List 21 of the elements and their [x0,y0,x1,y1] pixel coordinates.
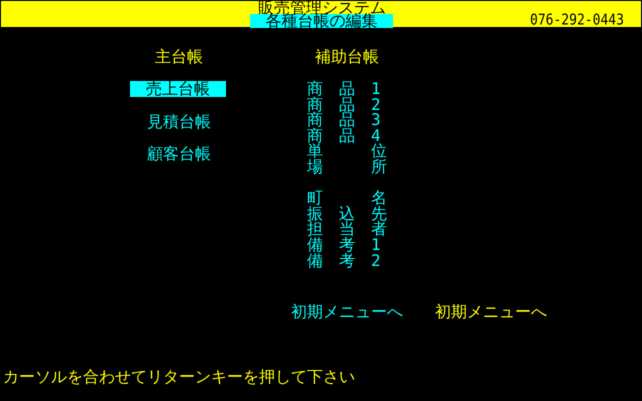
selected-heading-band: 各種台帳の編集 [250,14,393,28]
menu-item: 場所 [307,159,435,174]
status-message: カーソルを合わせてリターンキーを押して下さい [3,369,355,385]
menu-item: 顧客台帳 [147,146,211,162]
menu-item: 単位 [307,143,435,158]
menu-item: 振込先 [307,206,403,221]
menu-item: 商品3 [307,112,397,128]
menu-item: 担当者 [307,221,403,236]
selected-menu-item: 売上台帳 [130,81,226,97]
menu-item: 備考2 [307,252,397,268]
menu-item: 備考1 [307,237,397,252]
column-heading: 主台帳 [155,49,203,65]
menu-item: 商品1 [307,81,397,96]
column-heading: 補助台帳 [315,49,379,65]
phone-number: 076-292-0443 [530,14,624,28]
menu-item: 商品4 [307,128,397,143]
menu-link: 初期メニューへ [291,304,403,320]
menu-item: 商品2 [307,96,397,112]
menu-item: 町名 [307,190,435,206]
menu-item: 見積台帳 [147,114,211,130]
menu-link: 初期メニューへ [435,304,547,320]
